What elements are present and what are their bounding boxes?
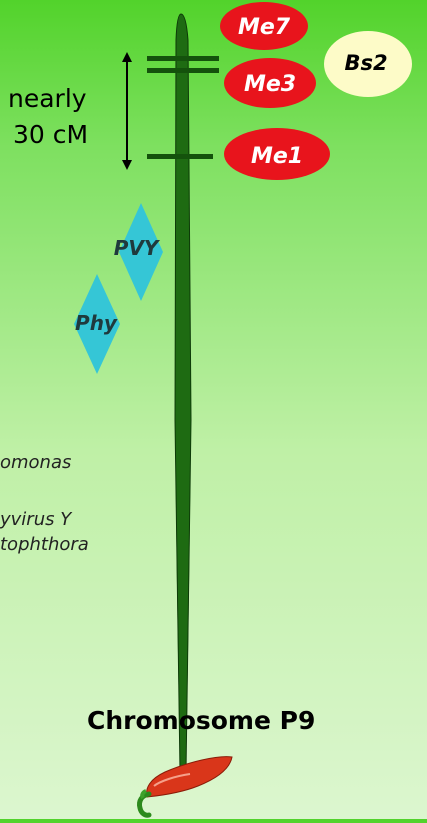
distance-label-line2: 30 cM: [13, 120, 88, 149]
marker-bar-me7: [147, 56, 219, 61]
marker-label-me3: Me3: [244, 72, 296, 97]
distance-arrow: [122, 52, 132, 170]
legend-item-potyvirus: yvirus Y: [0, 509, 71, 530]
marker-label-me7: Me7: [238, 15, 291, 40]
marker-label-bs2: Bs2: [344, 51, 387, 75]
distance-label-line1: nearly: [8, 84, 87, 113]
chromosome-title: Chromosome P9: [87, 706, 315, 735]
marker-bar-me1: [147, 154, 213, 159]
marker-bar-me3: [147, 68, 219, 73]
legend-item-phytophthora: tophthora: [0, 534, 89, 555]
pepper-icon: [139, 757, 232, 816]
legend-item-xanthomonas: omonas: [0, 452, 71, 473]
marker-label-me1: Me1: [251, 144, 303, 169]
qtl-label-phy: Phy: [75, 311, 118, 335]
qtl-label-pvy: PVY: [114, 236, 161, 260]
chromosome-p9: [175, 14, 191, 774]
